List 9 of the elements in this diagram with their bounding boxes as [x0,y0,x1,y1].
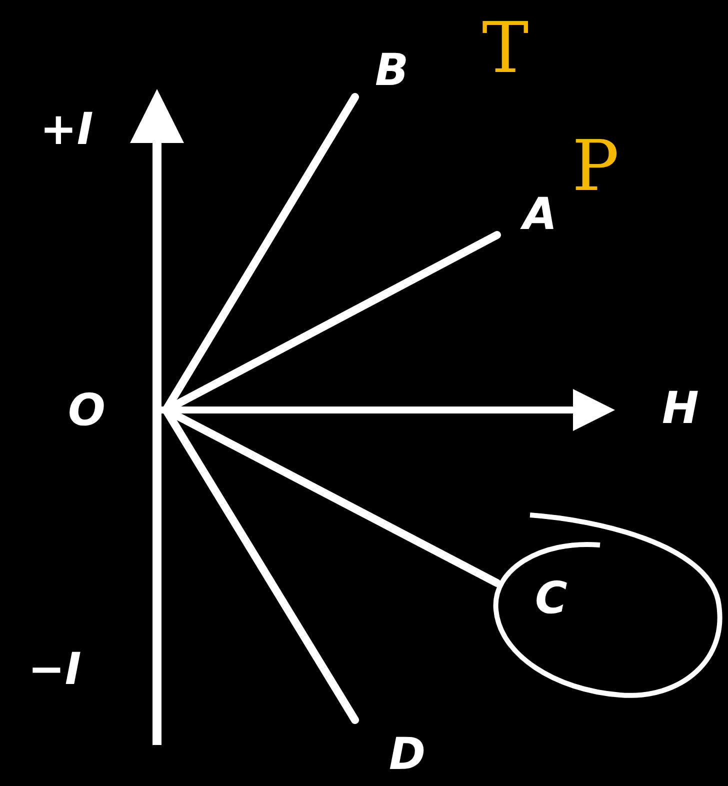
axis-label: H [662,384,699,434]
point-label: O [68,386,106,436]
point-label: B [375,46,409,96]
axis-label: +I [40,105,94,155]
point-label: D [389,730,426,780]
handwritten-mark: T [482,10,529,86]
handwritten-mark: P [572,128,620,204]
point-label: C [535,574,568,624]
axis-label: −I [28,645,82,695]
